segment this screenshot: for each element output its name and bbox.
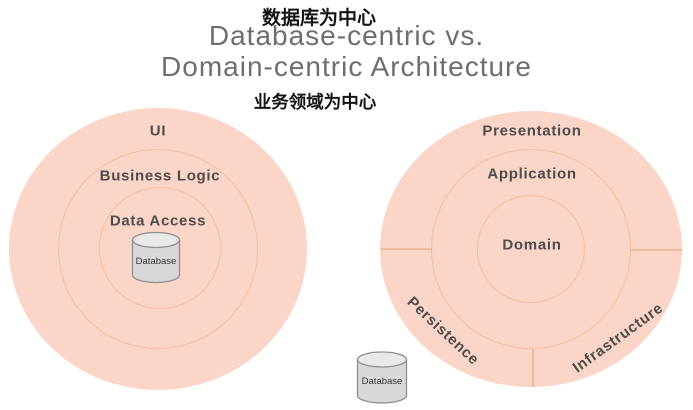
right-inner-circle-domain — [477, 195, 585, 303]
database-cylinder-icon: Database — [131, 231, 181, 284]
left-middle-circle-business-logic — [58, 149, 258, 349]
segment-divider-bottom — [532, 349, 534, 387]
left-database-label: Database — [136, 256, 177, 267]
right-ring-label-application: Application — [487, 165, 577, 183]
cylinder-body — [356, 359, 408, 404]
segment-divider-left — [381, 248, 432, 250]
title-line-1: Database-centric vs. — [208, 20, 485, 51]
right-ring-label-domain: Domain — [502, 236, 562, 254]
page-title: Database-centric vs. Domain-centric Arch… — [0, 20, 693, 82]
cylinder-top — [131, 231, 181, 249]
right-ring-label-presentation: Presentation — [482, 122, 582, 140]
segment-divider-right — [630, 249, 682, 251]
right-database-label: Database — [362, 376, 403, 387]
left-ring-label-ui: UI — [149, 122, 167, 140]
database-cylinder-icon: Database — [356, 351, 408, 404]
cylinder-body — [131, 240, 181, 284]
cylinder-top — [356, 351, 408, 368]
title-line-2: Domain-centric Architecture — [161, 51, 532, 82]
left-ring-label-data-access: Data Access — [109, 212, 207, 230]
annotation-domain-centric-cn: 业务领域为中心 — [253, 92, 377, 112]
left-inner-circle-data-access — [99, 187, 221, 309]
left-ring-label-business-logic: Business Logic — [99, 167, 221, 185]
annotation-database-centric-cn: 数据库为中心 — [261, 8, 377, 29]
